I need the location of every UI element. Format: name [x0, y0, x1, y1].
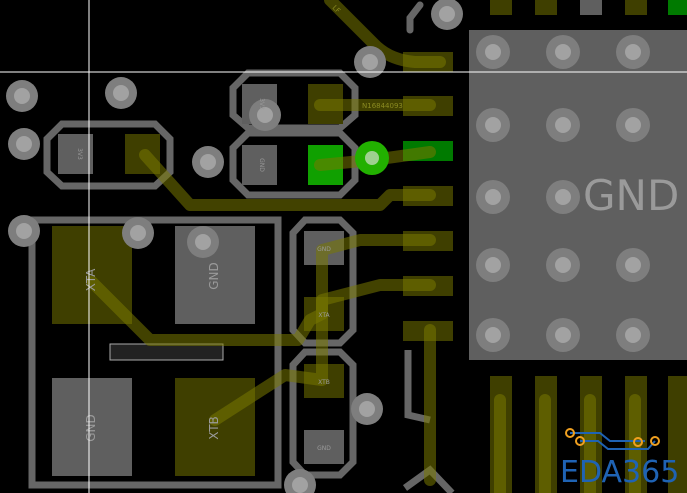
- cap-outline: [289, 348, 357, 479]
- trace: [139, 149, 436, 211]
- cap-outline: [289, 216, 357, 347]
- pad-label: XTA: [84, 268, 98, 291]
- via-hole: [113, 85, 129, 101]
- thermal-via-hole: [555, 189, 571, 205]
- ic-pin[interactable]: [668, 376, 687, 493]
- pad-label: GND: [317, 445, 331, 452]
- via-hole: [292, 477, 308, 493]
- crystal-outline: [28, 216, 282, 489]
- vias: [6, 0, 463, 493]
- ic-pin[interactable]: [625, 0, 647, 15]
- ic-pin[interactable]: [490, 0, 512, 15]
- silk-mark: [406, 1, 424, 34]
- via-grid: [476, 35, 650, 352]
- pad-label: GND: [317, 246, 331, 253]
- via-hole: [130, 225, 146, 241]
- thermal-via-hole: [555, 257, 571, 273]
- via-hole: [200, 154, 216, 170]
- pad-label: XTB: [318, 379, 330, 386]
- thermal-via-hole: [485, 44, 501, 60]
- pad-label: 3V3: [258, 98, 265, 110]
- thermal-via-hole: [485, 257, 501, 273]
- via-hole: [362, 54, 378, 70]
- thermal-via-hole: [555, 44, 571, 60]
- crystal-pad-xtb[interactable]: [175, 378, 255, 476]
- trace-xtb: [209, 279, 436, 426]
- via-hole: [439, 6, 455, 22]
- silk-bar: [109, 343, 224, 361]
- via-hole: [14, 88, 30, 104]
- trace: [324, 0, 446, 68]
- thermal-via-hole: [485, 117, 501, 133]
- thermal-via-hole: [485, 327, 501, 343]
- eda365-logo: EDA365: [560, 428, 679, 490]
- thermal-via-hole: [625, 257, 641, 273]
- cap-outline: [229, 69, 359, 132]
- via-hole: [195, 234, 211, 250]
- crystal-pad-gnd[interactable]: [52, 378, 132, 476]
- pad-label: GND: [258, 158, 265, 172]
- via-highlighted-hole: [365, 151, 379, 165]
- via-hole: [16, 136, 32, 152]
- pad-label: 3V3: [76, 148, 83, 160]
- pad-label: XTA: [318, 312, 330, 319]
- cap-outline: [229, 129, 359, 199]
- thermal-via-hole: [485, 189, 501, 205]
- watermark-text: EDA365: [560, 455, 679, 490]
- ic-pin-highlighted[interactable]: [668, 0, 687, 15]
- pad-label: XTB: [207, 416, 221, 440]
- net-label: N16844093: [362, 102, 403, 110]
- ic-pin[interactable]: [580, 0, 602, 15]
- thermal-via-hole: [555, 117, 571, 133]
- via-hole: [257, 107, 273, 123]
- ic-pin[interactable]: [535, 0, 557, 15]
- pad-label: GND: [207, 262, 221, 290]
- trace-label: LF: [331, 4, 342, 15]
- gnd-pad-label: GND: [583, 171, 679, 220]
- thermal-via-hole: [625, 44, 641, 60]
- cap-outline: [43, 120, 174, 190]
- pad-label: GND: [84, 414, 98, 442]
- cap-pad[interactable]: [304, 430, 344, 464]
- cap-pad[interactable]: [58, 134, 93, 174]
- trace: [494, 394, 641, 493]
- thermal-via-hole: [555, 327, 571, 343]
- thermal-via-hole: [625, 327, 641, 343]
- via-hole: [359, 401, 375, 417]
- via-hole: [16, 223, 32, 239]
- thermal-via-hole: [625, 117, 641, 133]
- cap-pad[interactable]: [242, 145, 277, 185]
